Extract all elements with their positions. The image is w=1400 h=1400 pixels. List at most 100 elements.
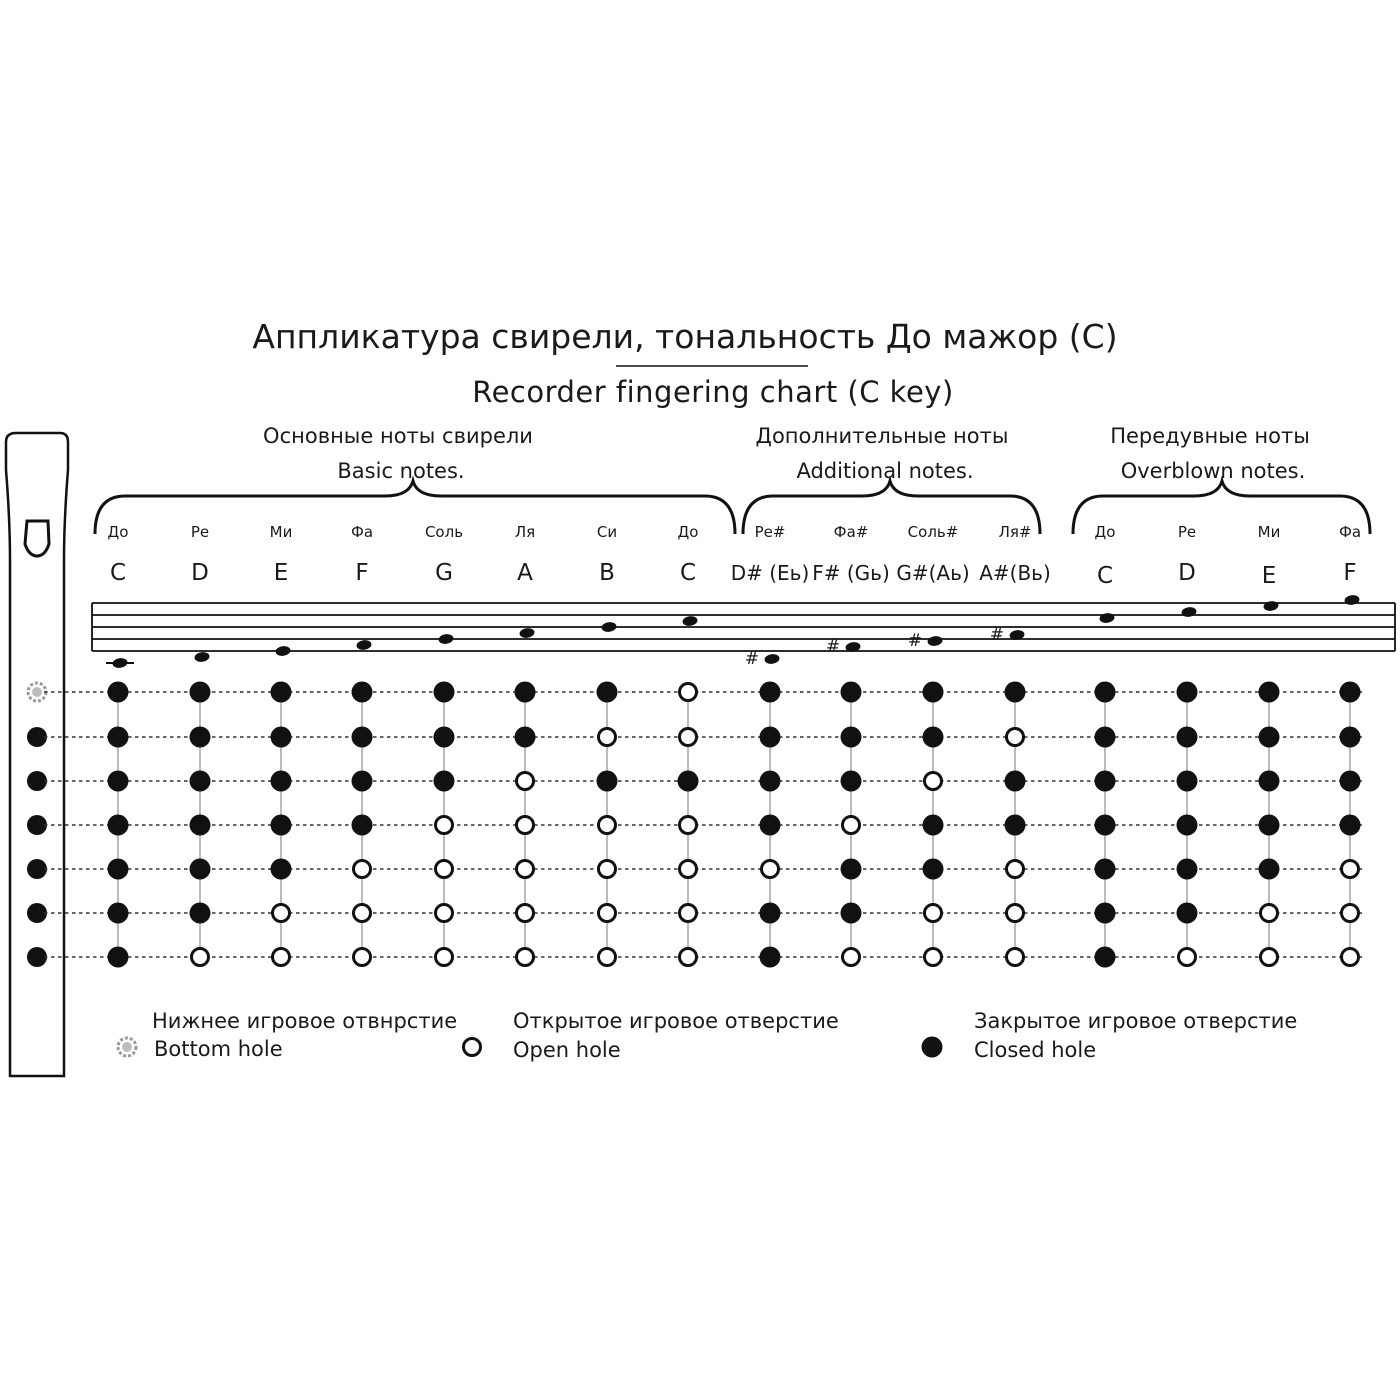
recorder-hole (27, 903, 47, 923)
staff-note-head (1263, 601, 1279, 611)
note-label-en: D (191, 560, 209, 586)
closed-hole (189, 902, 211, 924)
open-hole (678, 903, 698, 923)
staff-note-head (1344, 595, 1360, 605)
open-hole (434, 947, 454, 967)
closed-hole (1258, 681, 1280, 703)
legend-open-hole-ru: Открытое игровое отверстие (513, 1009, 839, 1033)
open-hole (597, 859, 617, 879)
closed-hole (270, 726, 292, 748)
open-hole (1340, 903, 1360, 923)
legend: Нижнее игровое отвнрстие Bottom hole Отк… (116, 1009, 1297, 1062)
staff-note-head (275, 646, 291, 656)
closed-hole (351, 814, 373, 836)
open-hole (923, 903, 943, 923)
staff-note-head (1009, 630, 1025, 640)
open-hole (923, 947, 943, 967)
closed-hole (107, 946, 129, 968)
note-label-ru: Ля (515, 523, 535, 541)
staff-note-head (1181, 607, 1197, 617)
staff-note-head (1099, 613, 1115, 623)
recorder-hole (27, 815, 47, 835)
sharp-sign: # (908, 631, 922, 651)
closed-hole (1094, 770, 1116, 792)
closed-hole (351, 726, 373, 748)
group-brace (741, 475, 1042, 535)
closed-hole (596, 770, 618, 792)
note-label-en: B (599, 560, 615, 586)
music-staff: #### (91, 595, 1396, 669)
recorder-hole (27, 859, 47, 879)
note-label-ru: Си (597, 523, 617, 541)
closed-hole (107, 770, 129, 792)
recorder-bottom-hole-fill (32, 687, 42, 697)
closed-hole (351, 770, 373, 792)
closed-hole (1176, 681, 1198, 703)
note-label-ru: Ми (270, 523, 293, 541)
closed-hole (1004, 681, 1026, 703)
closed-hole-icon (921, 1036, 943, 1058)
staff-note-head (927, 636, 943, 646)
closed-hole (1004, 814, 1026, 836)
note-label-en: C (1097, 563, 1113, 589)
sharp-sign: # (745, 649, 759, 669)
open-hole (597, 815, 617, 835)
closed-hole (1094, 902, 1116, 924)
open-hole (678, 682, 698, 702)
closed-hole (514, 681, 536, 703)
closed-hole (1258, 726, 1280, 748)
closed-hole (1339, 726, 1361, 748)
open-hole (352, 903, 372, 923)
group-label-ru: Передувные ноты (1110, 424, 1310, 448)
open-hole (1340, 947, 1360, 967)
closed-hole (922, 814, 944, 836)
staff-note-head (845, 642, 861, 652)
note-label-ru: Ре (1178, 523, 1196, 541)
legend-bottom-hole: Нижнее игровое отвнрстие Bottom hole (116, 1009, 457, 1061)
recorder-hole (27, 947, 47, 967)
closed-hole (1004, 770, 1026, 792)
open-hole (434, 815, 454, 835)
closed-hole (189, 814, 211, 836)
closed-hole (759, 814, 781, 836)
legend-closed-hole-en: Closed hole (974, 1038, 1096, 1062)
note-label-en: E (1262, 563, 1277, 589)
closed-hole (1094, 726, 1116, 748)
open-hole (515, 859, 535, 879)
closed-hole (1258, 858, 1280, 880)
open-hole (271, 947, 291, 967)
closed-hole (1258, 814, 1280, 836)
closed-hole (1258, 770, 1280, 792)
legend-closed-hole: Закрытое игровое отверстие Closed hole (921, 1009, 1297, 1062)
closed-hole (107, 814, 129, 836)
open-hole (1005, 903, 1025, 923)
open-hole (597, 947, 617, 967)
title-en: Recorder fingering chart (C key) (472, 375, 954, 409)
closed-hole (1339, 681, 1361, 703)
open-hole (1005, 859, 1025, 879)
closed-hole (840, 902, 862, 924)
closed-hole (922, 858, 944, 880)
group-label-en: Basic notes. (337, 459, 464, 483)
note-label-ru: До (108, 523, 129, 541)
closed-hole (351, 681, 373, 703)
closed-hole (189, 726, 211, 748)
open-hole (352, 859, 372, 879)
note-label-en: F (355, 560, 368, 586)
recorder-window (23, 519, 51, 558)
closed-hole (514, 726, 536, 748)
note-label-en: G#(Aь) (896, 561, 969, 585)
closed-hole (107, 726, 129, 748)
open-hole (923, 771, 943, 791)
group-label-en: Overblown notes. (1121, 459, 1306, 483)
note-label-ru: Фа (351, 523, 373, 541)
staff-note-head (438, 634, 454, 644)
open-hole (515, 903, 535, 923)
open-hole (352, 947, 372, 967)
group-label-ru: Основные ноты свирели (263, 424, 533, 448)
closed-hole (596, 681, 618, 703)
note-label-ru: Фа (1339, 523, 1361, 541)
open-hole (678, 859, 698, 879)
group-brace (1071, 475, 1372, 535)
